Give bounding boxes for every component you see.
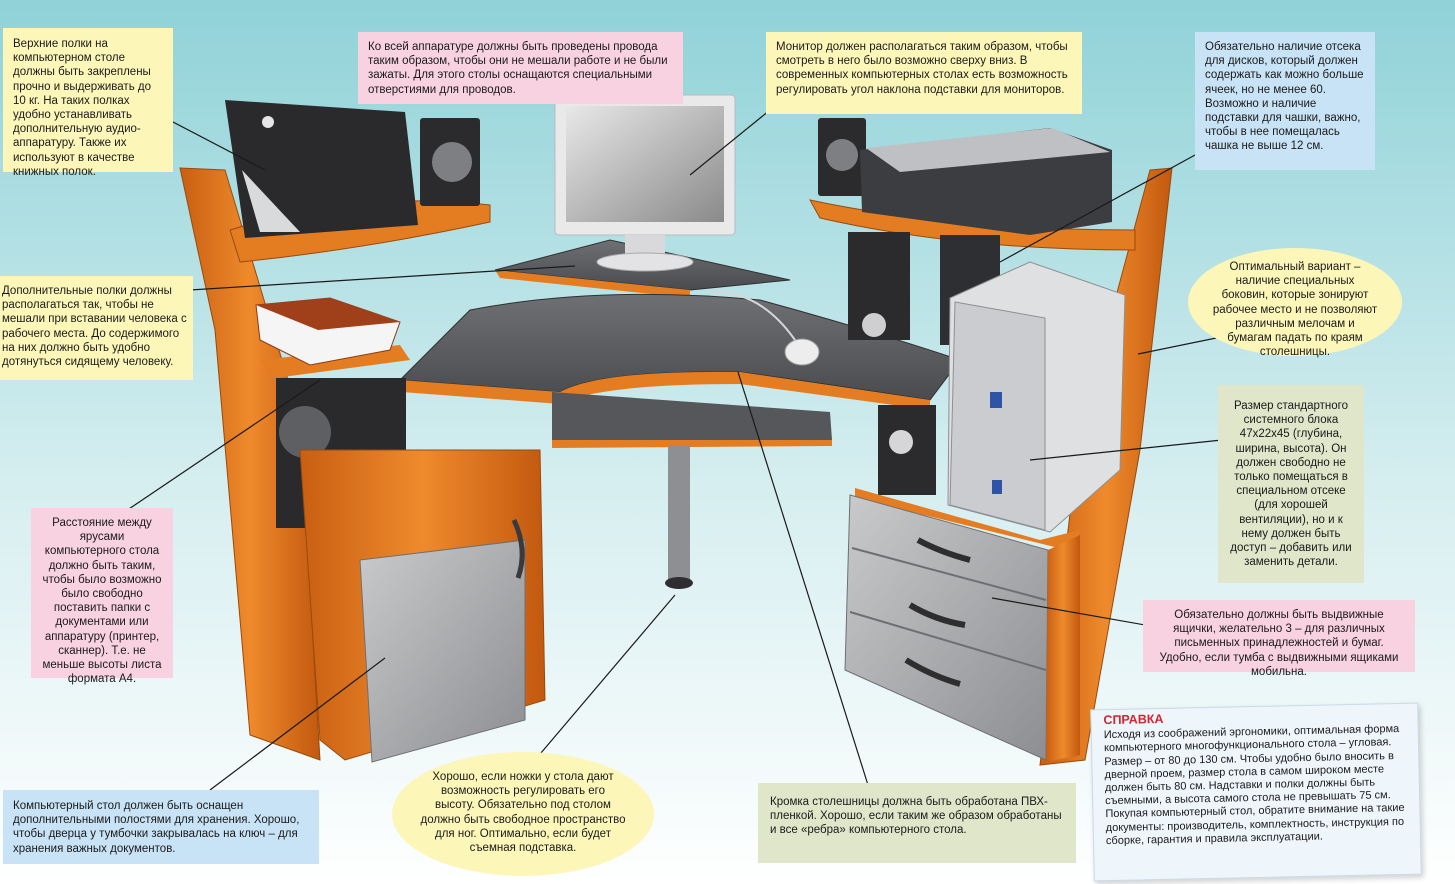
mouse bbox=[784, 338, 820, 366]
left-cabinet-handle bbox=[511, 518, 525, 579]
left-side-panel bbox=[179, 167, 321, 761]
audio-device-face bbox=[242, 170, 300, 232]
note-system-unit: Размер стандартного системного блока 47х… bbox=[1218, 385, 1364, 583]
note-discs: Обязательно наличие отсека для дисков, к… bbox=[1195, 32, 1375, 170]
drawer-2 bbox=[849, 611, 1047, 671]
speaker-left-top-cone bbox=[432, 142, 472, 182]
spravka-text: Исходя из соображений эргономики, оптима… bbox=[1103, 723, 1405, 847]
right-cabinet bbox=[844, 494, 1049, 761]
leader-tiers bbox=[119, 379, 321, 516]
note-legs: Хорошо, если ножки у стола дают возможно… bbox=[392, 752, 654, 876]
keyboard-tray-edge bbox=[552, 440, 832, 448]
desktop-edge bbox=[400, 371, 930, 410]
drawer-1 bbox=[851, 547, 1047, 601]
leader-locker bbox=[209, 657, 386, 791]
desktop-surface bbox=[398, 293, 961, 401]
right-cabinet-top bbox=[855, 488, 1080, 552]
book-box-top bbox=[256, 298, 400, 330]
printer-top bbox=[866, 128, 1110, 172]
note-cables: Ко всей аппаратуре должны быть проведены… bbox=[358, 32, 683, 104]
note-extra-shelves: Дополнительные полки должны располагатьс… bbox=[0, 276, 193, 380]
leader-edge bbox=[737, 371, 869, 786]
subwoofer-right-cone bbox=[862, 313, 886, 337]
system-unit-front bbox=[949, 301, 1046, 531]
leader-legs bbox=[534, 594, 676, 761]
right-cabinet-edge bbox=[1046, 535, 1080, 762]
note-locker: Компьютерный стол должен быть оснащен до… bbox=[3, 790, 319, 864]
system-unit-button bbox=[990, 392, 1002, 408]
leader-drawers bbox=[991, 597, 1146, 626]
leader-monitor bbox=[689, 109, 771, 176]
note-top-shelves: Верхние полки на компьютерном столе долж… bbox=[3, 28, 173, 178]
speaker-right-low-cone bbox=[889, 430, 913, 454]
audio-device bbox=[225, 100, 418, 238]
left-cabinet-door bbox=[359, 539, 526, 763]
note-tiers: Расстояние между ярусами компьютерного с… bbox=[31, 508, 173, 685]
mouse-cable bbox=[709, 290, 796, 341]
keyboard-tray bbox=[552, 392, 832, 442]
drawer-handle-1 bbox=[916, 537, 971, 563]
speaker-right-top-cone bbox=[826, 139, 858, 171]
monitor-neck bbox=[625, 235, 665, 257]
note-monitor: Монитор должен располагаться таким образ… bbox=[766, 32, 1082, 114]
spravka-box: СПРАВКА Исходя из соображений эргономики… bbox=[1090, 702, 1422, 882]
system-unit-button-2 bbox=[992, 480, 1002, 494]
speaker-left-low-cone-2 bbox=[279, 406, 331, 458]
note-edge: Кромка столешницы должна быть обработана… bbox=[758, 783, 1076, 863]
note-side-panels: Оптимальный вариант – наличие специальны… bbox=[1188, 248, 1402, 358]
desk-leg-foot bbox=[665, 577, 693, 589]
audio-device-knob bbox=[262, 116, 274, 128]
leader-discs bbox=[999, 154, 1196, 263]
monitor-screen bbox=[566, 106, 724, 222]
note-drawers: Обязательно должны быть выдвижные ящички… bbox=[1143, 600, 1415, 678]
desk-leg bbox=[668, 445, 690, 580]
leader-system-unit bbox=[1029, 439, 1223, 461]
monitor-shelf-edge bbox=[495, 270, 690, 298]
drawer-handle-3 bbox=[904, 657, 961, 687]
monitor-base bbox=[596, 252, 694, 272]
drawer-handle-2 bbox=[908, 602, 966, 628]
leader-extra-shelves bbox=[189, 265, 576, 291]
